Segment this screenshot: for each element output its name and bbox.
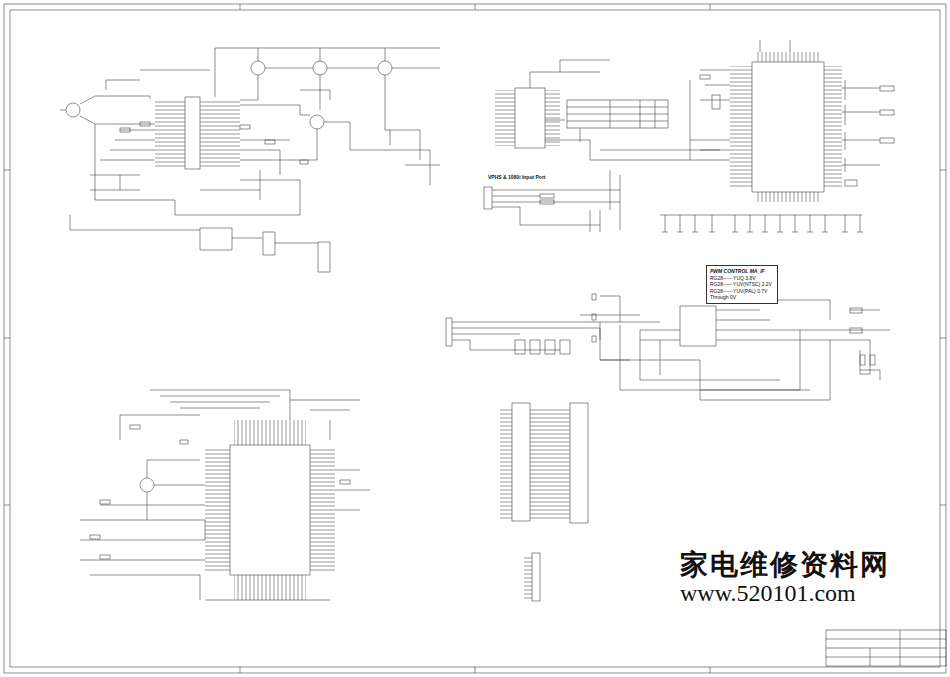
watermark: 家电维修资料网 [680,546,890,584]
section-label: VPHS & 1080i Input Port [488,174,546,180]
table-row: RG28------YUV(PAL) 0.7V [710,288,774,295]
table-row: Through 0V [710,294,774,301]
table-row: RG28------YUQ 3.8V [710,275,774,282]
table-heading: PWM CONTROL MA_IF [710,268,774,275]
note-table: PWM CONTROL MA_IFRG28------YUQ 3.8VRG28-… [706,265,778,304]
watermark: www.520101.com [680,580,856,607]
table-row: RG28------YUV(NTSC) 2.2V [710,281,774,288]
